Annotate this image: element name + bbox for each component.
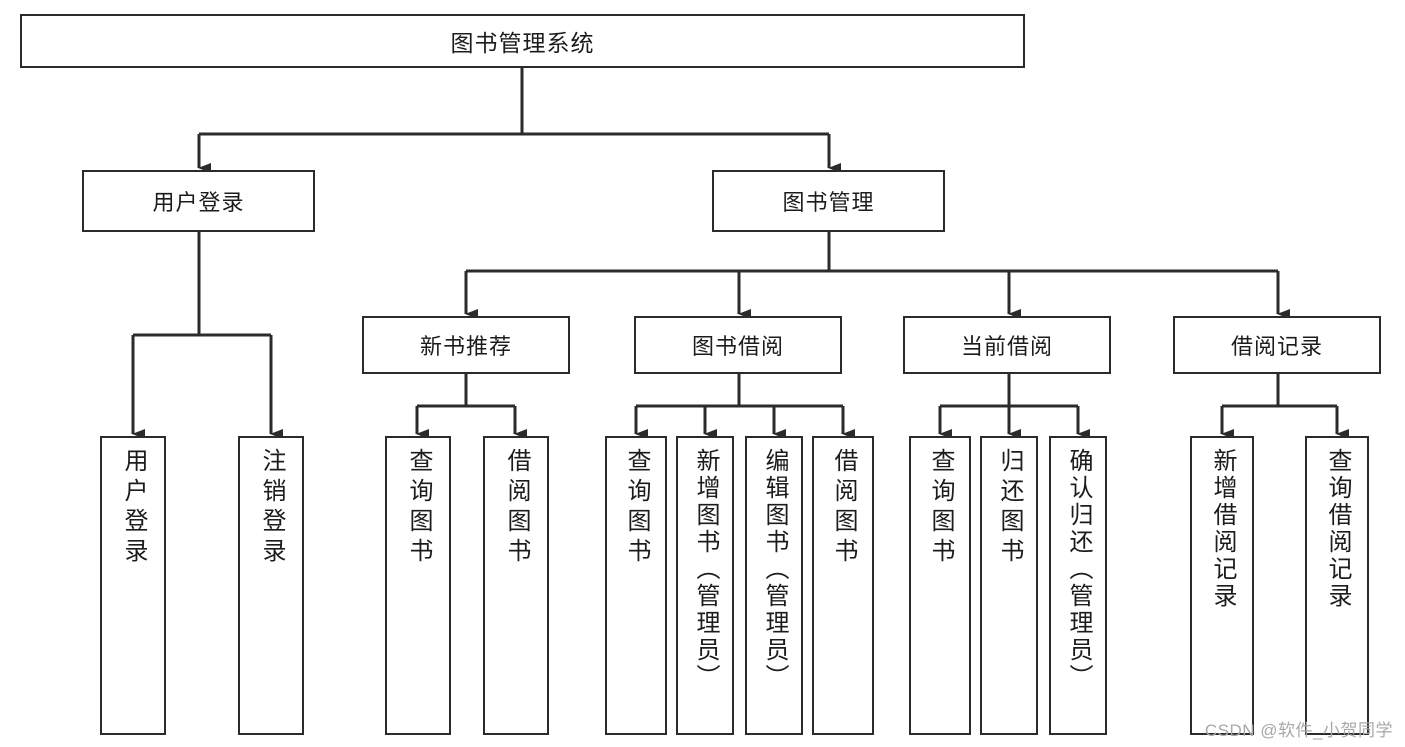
node-borrow-record[interactable]: 借阅记录 — [1173, 316, 1381, 374]
node-leaf-edit-book-label: 编辑图书（管理员） — [761, 448, 788, 691]
node-leaf-logout-login[interactable]: 注销登录 — [238, 436, 304, 735]
node-new-book-recommend[interactable]: 新书推荐 — [362, 316, 570, 374]
node-leaf-borrow-book-1[interactable]: 借阅图书 — [483, 436, 549, 735]
node-leaf-query-book-3[interactable]: 查询图书 — [909, 436, 971, 735]
node-book-management[interactable]: 图书管理 — [712, 170, 945, 232]
node-user-login-label: 用户登录 — [152, 190, 245, 215]
node-leaf-add-record-label: 新增借阅记录 — [1209, 448, 1236, 610]
node-leaf-add-record[interactable]: 新增借阅记录 — [1190, 436, 1254, 735]
node-current-borrow[interactable]: 当前借阅 — [903, 316, 1111, 374]
node-user-login[interactable]: 用户登录 — [82, 170, 315, 232]
node-leaf-add-book-label: 新增图书（管理员） — [692, 448, 719, 691]
node-leaf-query-book-2[interactable]: 查询图书 — [605, 436, 667, 735]
node-leaf-query-book-1[interactable]: 查询图书 — [385, 436, 451, 735]
node-leaf-query-book-1-label: 查询图书 — [405, 448, 432, 568]
node-leaf-borrow-book-2-label: 借阅图书 — [830, 448, 857, 568]
node-book-management-label: 图书管理 — [782, 190, 875, 215]
node-root-system[interactable]: 图书管理系统 — [20, 14, 1025, 68]
node-root-system-label: 图书管理系统 — [450, 30, 595, 56]
node-leaf-add-book[interactable]: 新增图书（管理员） — [676, 436, 734, 735]
node-leaf-query-book-3-label: 查询图书 — [927, 448, 954, 568]
node-book-borrow-label: 图书借阅 — [691, 334, 784, 359]
node-leaf-confirm-return[interactable]: 确认归还（管理员） — [1049, 436, 1107, 735]
node-leaf-logout-login-label: 注销登录 — [258, 448, 285, 568]
node-leaf-confirm-return-label: 确认归还（管理员） — [1065, 448, 1092, 691]
node-leaf-query-book-2-label: 查询图书 — [623, 448, 650, 568]
node-new-book-recommend-label: 新书推荐 — [419, 334, 512, 359]
node-leaf-edit-book[interactable]: 编辑图书（管理员） — [745, 436, 803, 735]
node-leaf-return-book-label: 归还图书 — [996, 448, 1023, 568]
node-leaf-user-login-label: 用户登录 — [120, 448, 147, 568]
node-leaf-borrow-book-2[interactable]: 借阅图书 — [812, 436, 874, 735]
node-leaf-return-book[interactable]: 归还图书 — [980, 436, 1038, 735]
csdn-watermark: CSDN @软件_小贺同学 — [1204, 721, 1393, 740]
node-leaf-query-record-label: 查询借阅记录 — [1324, 448, 1351, 610]
node-book-borrow[interactable]: 图书借阅 — [634, 316, 842, 374]
node-leaf-borrow-book-1-label: 借阅图书 — [503, 448, 530, 568]
node-leaf-user-login[interactable]: 用户登录 — [100, 436, 166, 735]
node-borrow-record-label: 借阅记录 — [1230, 334, 1323, 359]
node-current-borrow-label: 当前借阅 — [960, 334, 1053, 359]
node-leaf-query-record[interactable]: 查询借阅记录 — [1305, 436, 1369, 735]
